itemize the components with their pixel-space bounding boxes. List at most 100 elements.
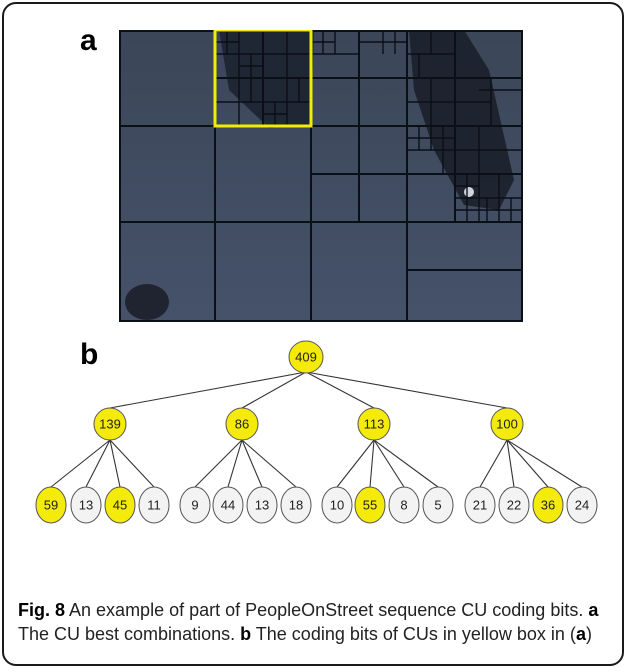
tree-node-level2-value: 21	[473, 498, 487, 513]
tree-node-level2-value: 18	[289, 498, 303, 513]
tree-node-level2-ellipse	[388, 486, 420, 524]
tree-node-level2-ellipse	[35, 486, 67, 524]
tree-node-level2: 59	[35, 486, 67, 524]
tree-node-level1: 113	[357, 407, 391, 441]
tree-node-level2: 8	[388, 486, 420, 524]
tree-node-root: 409	[288, 340, 324, 374]
tree-node-level2: 22	[498, 486, 530, 524]
edge-l1-1	[85, 439, 111, 488]
person-silhouette-right	[409, 30, 514, 210]
caption-ref-b: b	[240, 624, 252, 644]
tree-node-level1-ellipse	[490, 407, 524, 441]
edge-l1-15	[506, 439, 583, 488]
edge-root-2	[305, 371, 375, 409]
tree-node-level2: 13	[246, 486, 278, 524]
caption-ref-a: a	[588, 600, 599, 620]
tree-nodes: 409 139 86 113 100 59 13 45 11 9 44 13 18 10 55 8 5 21 22 3…	[35, 340, 598, 524]
tree-node-level2: 21	[464, 486, 496, 524]
tree-edges	[50, 371, 583, 488]
tree-node-level2-value: 59	[44, 498, 58, 513]
caption-text-4: )	[585, 624, 592, 644]
tree-node-level2-value: 13	[79, 498, 93, 513]
edge-l1-14	[506, 439, 549, 488]
edge-l1-12	[479, 439, 508, 488]
tree-node-level2: 5	[422, 486, 454, 524]
edge-root-3	[305, 371, 508, 409]
edge-l1-8	[336, 439, 375, 488]
caption-ref-a2: a	[575, 624, 586, 644]
tree-node-level2-ellipse	[246, 486, 278, 524]
highlight-box	[213, 30, 313, 128]
tree-node-level2: 11	[138, 486, 170, 524]
tree-node-level2: 18	[280, 486, 312, 524]
tree-node-level2-value: 13	[255, 498, 269, 513]
tree-node-level2-ellipse	[138, 486, 170, 524]
tree-node-level2: 24	[566, 486, 598, 524]
tree-node-level2-ellipse	[422, 486, 454, 524]
tree-node-level1-ellipse	[93, 407, 127, 441]
tree-node-level2: 10	[321, 486, 353, 524]
tree-node-level2-ellipse	[212, 486, 244, 524]
tree-node-root-value: 409	[295, 350, 317, 365]
edge-l1-4	[194, 439, 243, 488]
caption-text-3: The coding bits of CUs in yellow box in …	[251, 624, 576, 644]
tree-node-level1-ellipse	[357, 407, 391, 441]
tree-node-level1: 100	[490, 407, 524, 441]
tree-node-level2: 9	[179, 486, 211, 524]
edge-l1-13	[506, 439, 515, 488]
tree-node-level2-ellipse	[280, 486, 312, 524]
tree-node-level2-value: 8	[400, 498, 407, 513]
tree-node-level2: 44	[212, 486, 244, 524]
cu-grid	[119, 30, 523, 322]
tree-node-level1-value: 139	[99, 417, 121, 432]
cu-partition-image	[119, 30, 523, 322]
panel-b-label: b	[80, 338, 99, 371]
tree-node-level2-value: 55	[363, 498, 377, 513]
edge-root-1	[241, 371, 307, 409]
edge-l1-6	[241, 439, 263, 488]
tree-node-level1: 86	[225, 407, 259, 441]
tree-node-level1-ellipse	[225, 407, 259, 441]
caption-text-2: The CU best combinations.	[18, 624, 241, 644]
coding-bits-tree: 409 139 86 113 100 59 13 45 11 9 44 13 18 10 55 8 5 21 22 3…	[35, 340, 598, 524]
tree-node-level2-ellipse	[70, 486, 102, 524]
person-head-bottom	[125, 284, 169, 320]
tree-node-level2: 13	[70, 486, 102, 524]
edge-l1-11	[373, 439, 439, 488]
tree-node-level2-ellipse	[498, 486, 530, 524]
tree-node-level2-value: 9	[191, 498, 198, 513]
tree-node-level2-value: 36	[541, 498, 555, 513]
tree-node-level1: 139	[93, 407, 127, 441]
edge-l1-7	[241, 439, 297, 488]
tree-node-level2-value: 45	[113, 498, 127, 513]
tree-node-level2-value: 11	[147, 498, 161, 513]
tree-node-level2: 36	[532, 486, 564, 524]
tree-node-level2: 45	[104, 486, 136, 524]
tree-node-level2: 55	[354, 486, 386, 524]
tree-node-level1-value: 113	[364, 417, 385, 432]
caption-fig-label: Fig. 8	[18, 600, 66, 620]
edge-l1-5	[227, 439, 243, 488]
tree-node-level2-ellipse	[532, 486, 564, 524]
tree-node-root-ellipse	[288, 340, 324, 374]
tree-node-level2-value: 24	[575, 498, 589, 513]
tree-node-level2-ellipse	[354, 486, 386, 524]
cu-grid-fine	[215, 30, 523, 222]
tree-node-level1-value: 86	[235, 417, 249, 432]
edge-l1-0	[50, 439, 111, 488]
tree-node-level2-ellipse	[566, 486, 598, 524]
edge-root-0	[109, 371, 307, 409]
tree-node-level2-value: 10	[330, 498, 344, 513]
tree-node-level2-ellipse	[321, 486, 353, 524]
figure-frame	[2, 2, 624, 666]
tree-node-level2-value: 44	[221, 498, 235, 513]
figure-caption: Fig. 8 An example of part of PeopleOnStr…	[18, 598, 614, 646]
tree-node-level1-value: 100	[496, 417, 518, 432]
caption-text-1: An example of part of PeopleOnStreet seq…	[65, 600, 589, 620]
tree-node-level2-ellipse	[464, 486, 496, 524]
edge-l1-9	[369, 439, 375, 488]
tree-node-level2-value: 22	[507, 498, 521, 513]
tree-node-level2-value: 5	[434, 498, 441, 513]
edge-l1-10	[373, 439, 405, 488]
tree-node-level2-ellipse	[104, 486, 136, 524]
